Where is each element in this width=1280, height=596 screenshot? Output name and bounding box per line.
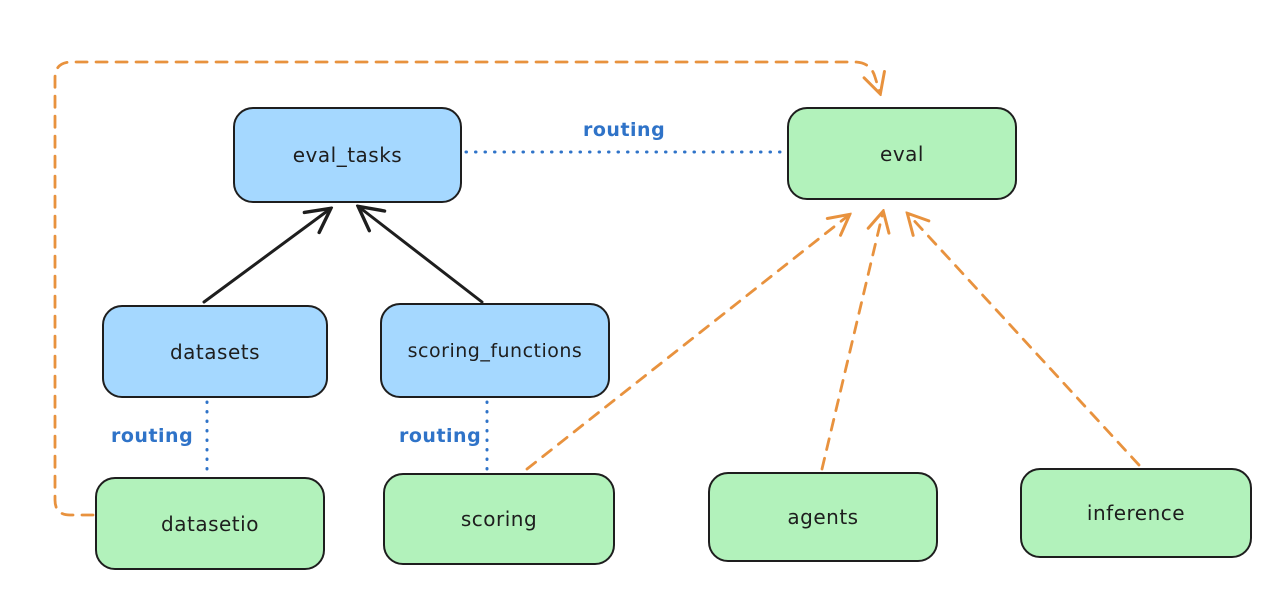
node-eval-tasks-label: eval_tasks xyxy=(292,143,403,167)
node-eval-tasks: eval_tasks xyxy=(233,107,462,203)
edge-label-routing-eval-tasks-eval: routing xyxy=(583,119,666,141)
edge-scoring-functions-to-eval-tasks xyxy=(359,207,484,304)
node-eval-label: eval xyxy=(880,141,924,166)
node-datasets: datasets xyxy=(102,305,328,398)
edge-inference-to-eval xyxy=(908,214,1141,467)
node-agents-label: agents xyxy=(787,505,859,529)
edge-scoring-to-eval xyxy=(525,215,849,471)
edge-agents-to-eval xyxy=(820,212,883,471)
node-eval: eval xyxy=(787,107,1017,200)
node-scoring-functions-label: scoring_functions xyxy=(407,339,583,362)
node-datasets-label: datasets xyxy=(169,339,261,364)
node-agents: agents xyxy=(708,472,938,562)
node-inference-label: inference xyxy=(1086,501,1186,525)
node-inference: inference xyxy=(1020,468,1252,558)
node-datasetio-label: datasetio xyxy=(161,511,259,536)
node-scoring-functions: scoring_functions xyxy=(380,303,610,398)
edge-label-routing-scoring-functions-scoring: routing xyxy=(399,425,482,447)
edge-datasets-to-eval-tasks xyxy=(202,209,330,304)
node-scoring: scoring xyxy=(383,473,615,565)
edge-label-routing-datasets-datasetio: routing xyxy=(111,425,194,447)
edge-datasetio-to-eval xyxy=(53,60,880,517)
node-scoring-label: scoring xyxy=(460,507,538,531)
node-datasetio: datasetio xyxy=(95,477,325,570)
